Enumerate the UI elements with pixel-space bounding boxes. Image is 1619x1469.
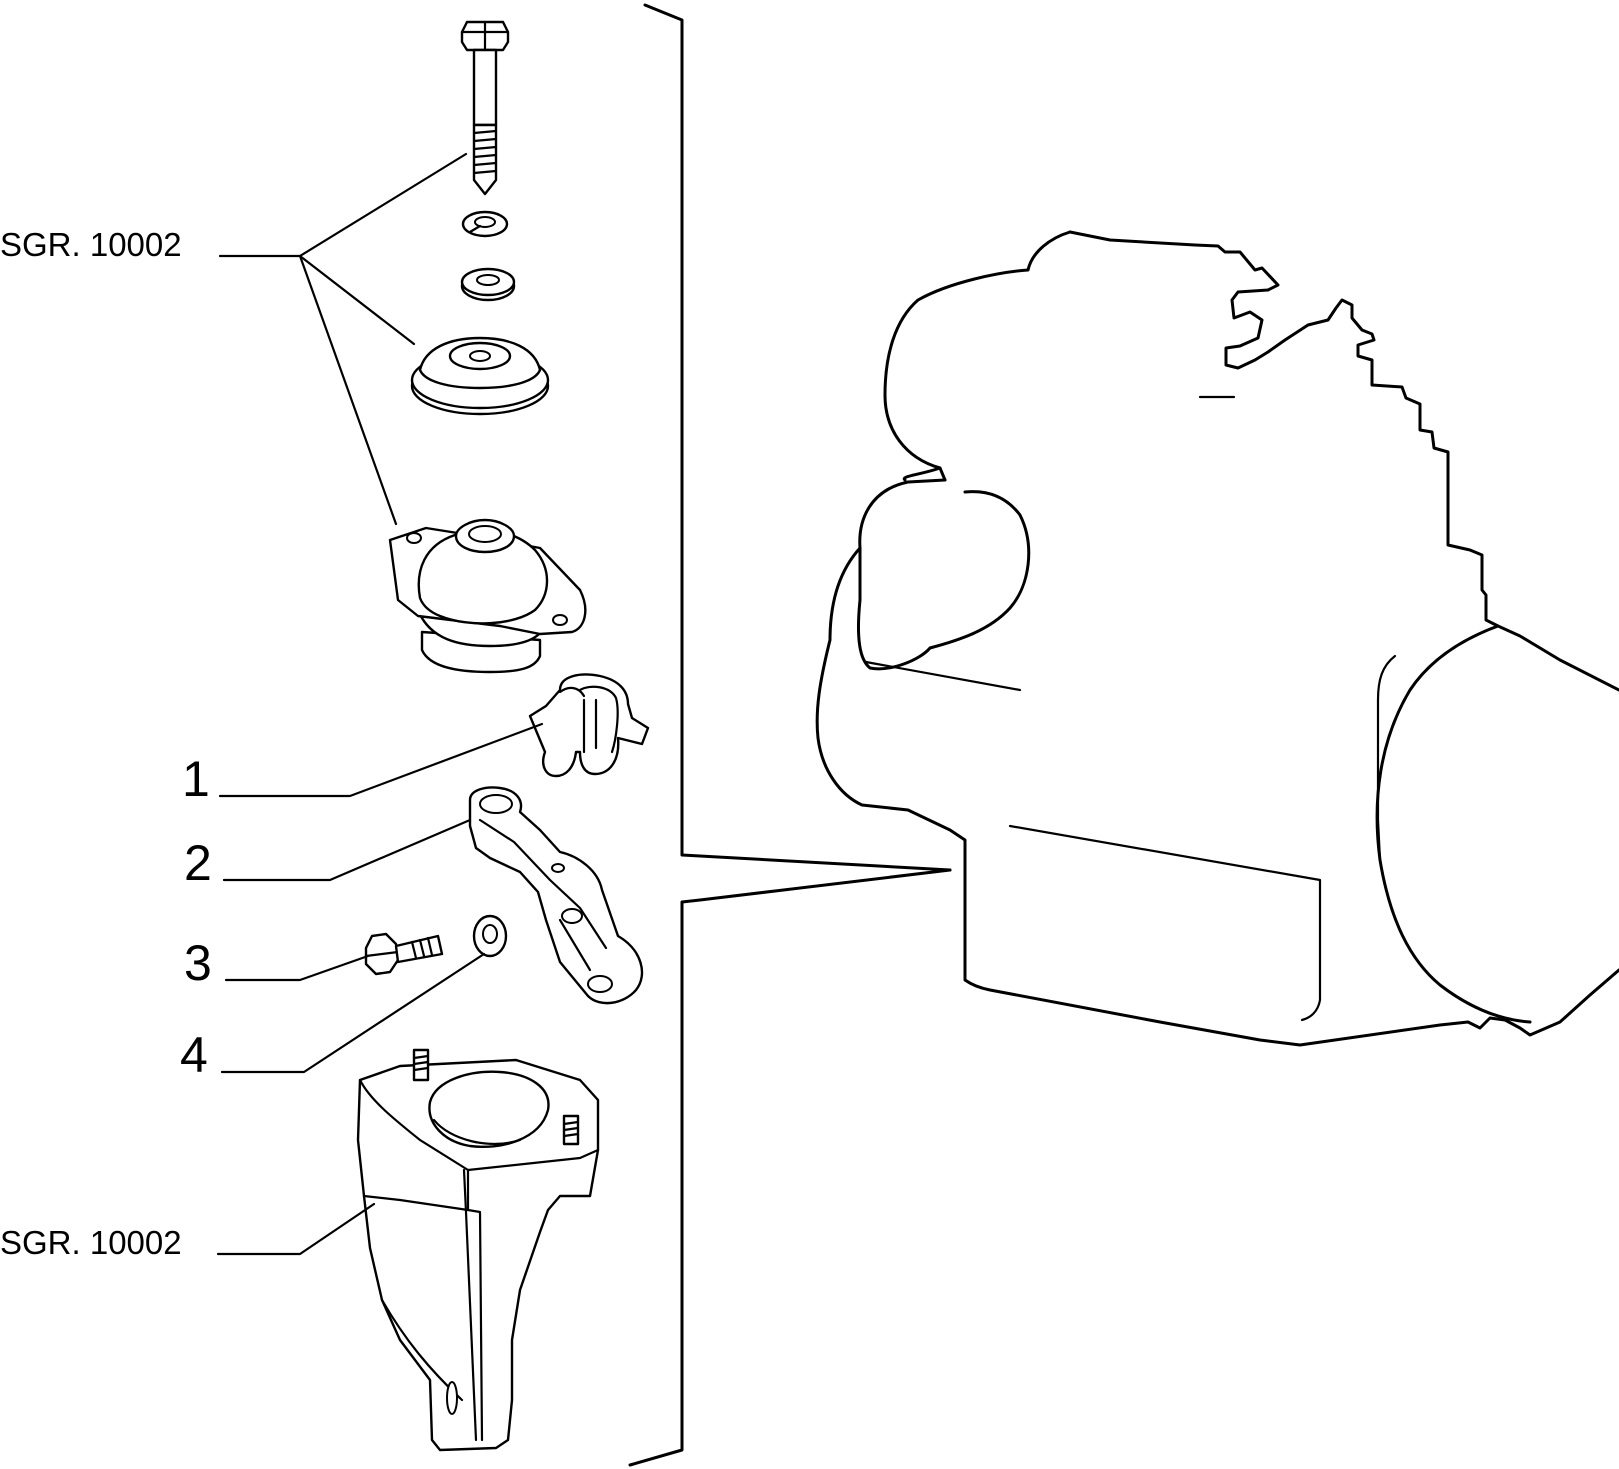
leader-lines — [216, 152, 544, 1256]
callout-number-3: 3 — [184, 935, 212, 991]
washer-icon — [472, 914, 508, 958]
assembly-bracket-line — [628, 3, 952, 1467]
hex-bolt-icon — [364, 932, 444, 976]
engine-outline-icon — [815, 230, 1619, 1047]
flat-washer-icon — [460, 267, 516, 302]
split-washer-icon — [461, 210, 509, 238]
bump-stop-clip-icon — [528, 673, 650, 778]
engine-mount-icon — [388, 518, 587, 674]
callout-number-1: 1 — [182, 751, 210, 807]
group-ref-label-bottom: SGR. 10002 — [0, 1224, 182, 1261]
stud-icon — [412, 1048, 430, 1082]
cast-bracket-icon — [356, 1048, 600, 1452]
group-ref-label-top: SGR. 10002 — [0, 226, 182, 263]
support-bracket-icon — [468, 786, 644, 1005]
long-bolt-icon — [460, 20, 510, 196]
callout-number-4: 4 — [180, 1027, 208, 1083]
stud-icon — [562, 1114, 580, 1146]
callout-number-2: 2 — [184, 835, 212, 891]
rubber-cap-icon — [410, 336, 550, 416]
